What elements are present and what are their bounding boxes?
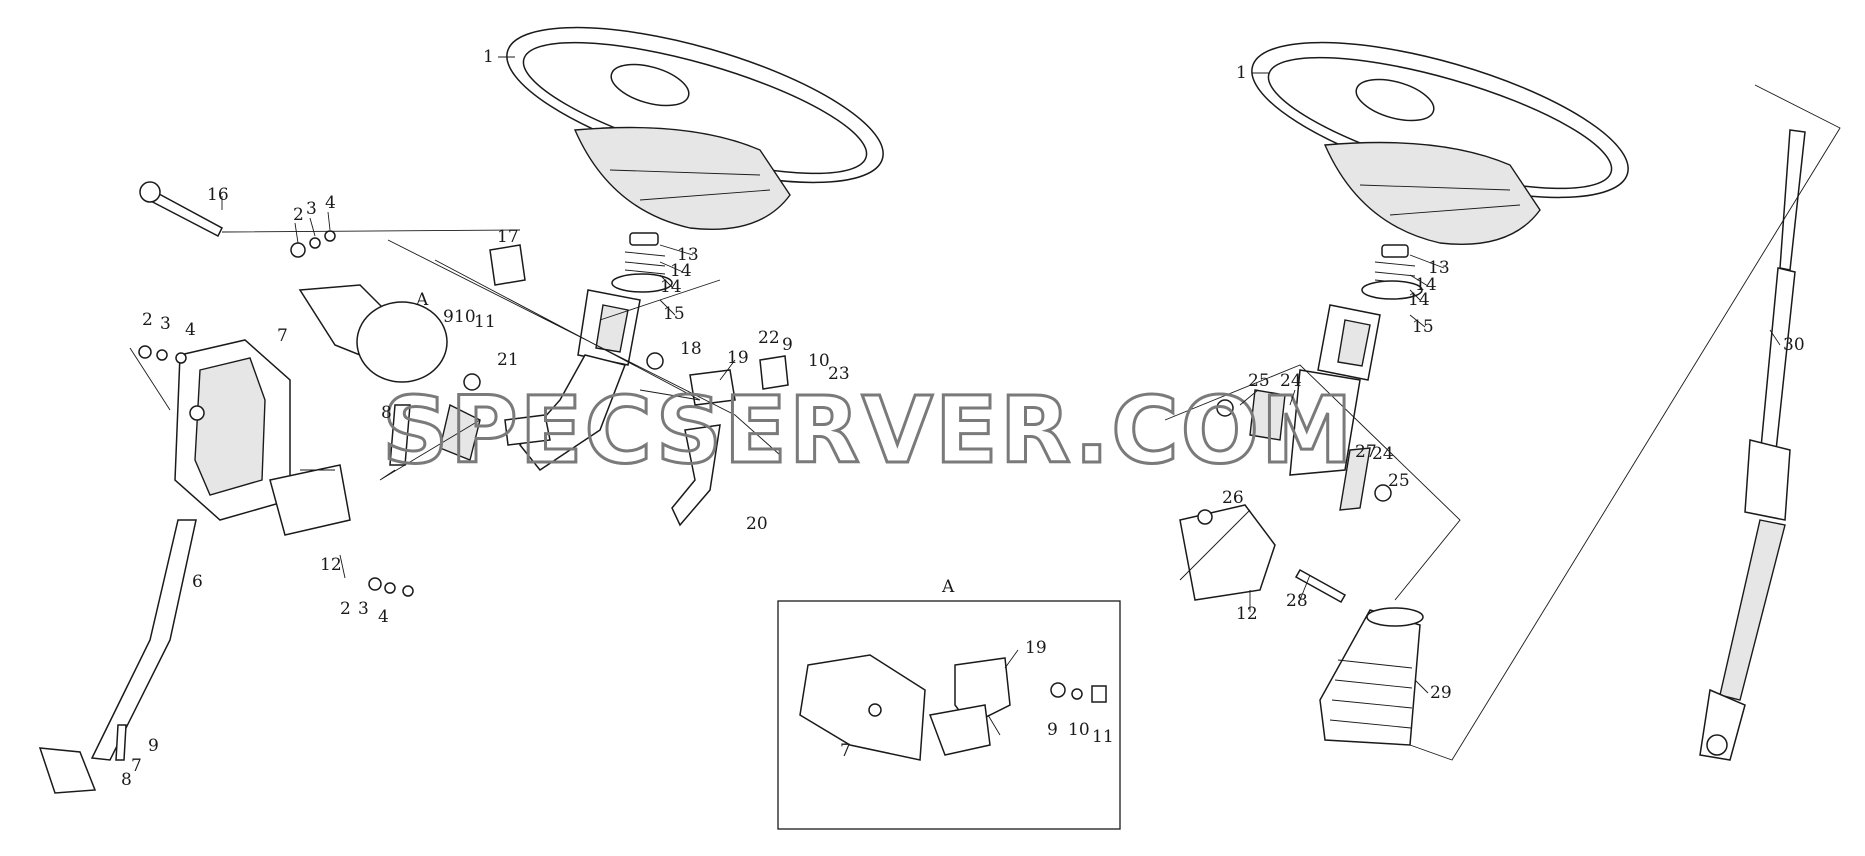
callout-25-low: 25 [1388, 471, 1410, 491]
callout-24-top: 24 [1280, 371, 1302, 391]
watermark: SPECSERVER.COM [382, 377, 1355, 484]
callout-4-top: 4 [325, 193, 336, 213]
left-small-parts [115, 181, 789, 761]
left-steering-column-upper [519, 232, 673, 472]
callout-19: 19 [727, 348, 749, 368]
right-bellows-boot [1319, 607, 1424, 746]
callout-9-detail: 9 [1047, 720, 1058, 740]
callout-10-mid: 10 [454, 307, 476, 327]
callout-15-right: 15 [1412, 317, 1434, 337]
callout-12-left: 12 [320, 555, 342, 575]
callout-8-bottom: 8 [121, 770, 132, 790]
callout-10-detail: 10 [1068, 720, 1090, 740]
callout-4-mid: 4 [185, 320, 196, 340]
callout-7-detail: 7 [840, 741, 851, 761]
right-steering-wheel [1251, 41, 1629, 245]
callout-3-mid: 3 [160, 314, 171, 334]
callout-2-mid: 2 [142, 310, 153, 330]
callout-6: 6 [192, 572, 203, 592]
callout-2-low: 2 [340, 599, 351, 619]
right-leader-lines [1164, 364, 1461, 601]
callout-18: 18 [680, 339, 702, 359]
callout-13-left: 13 [677, 245, 699, 265]
callout-13-right: 13 [1428, 258, 1450, 278]
right-steering-column [1179, 244, 1423, 604]
callout-9-right: 9 [782, 335, 793, 355]
callout-2-top: 2 [293, 205, 304, 225]
callout-14b-left: 14 [660, 277, 682, 297]
callout-17: 17 [497, 227, 519, 247]
callout-10-right: 10 [808, 351, 830, 371]
callout-24-low: 24 [1372, 444, 1394, 464]
callout-1-left: 1 [483, 47, 494, 67]
right-intermediate-shaft [1409, 84, 1841, 761]
callout-leaders [221, 56, 1781, 694]
callout-27: 27 [1355, 442, 1377, 462]
callout-19-detail: 19 [1025, 638, 1047, 658]
callout-8-mid: 8 [381, 403, 392, 423]
callout-A-marker: A [415, 290, 429, 310]
callout-3-low: 3 [358, 599, 369, 619]
callout-25-top: 25 [1248, 371, 1270, 391]
callout-1-right: 1 [1236, 63, 1247, 83]
callout-9-mid: 9 [443, 307, 454, 327]
callout-labels: 1 16 2 3 4 17 13 14 14 15 A 9 10 11 21 7… [121, 47, 1805, 790]
callout-11-detail: 11 [1092, 727, 1114, 747]
callout-26: 26 [1222, 488, 1244, 508]
detail-view-a [777, 600, 1121, 830]
callout-22: 22 [758, 328, 780, 348]
detail-a-title: A [941, 577, 955, 597]
callout-9-bottom: 9 [148, 736, 159, 756]
callout-29: 29 [1430, 683, 1452, 703]
left-mounting-bracket [174, 284, 396, 536]
callout-12-right: 12 [1236, 604, 1258, 624]
callout-30: 30 [1783, 335, 1805, 355]
left-leader-lines [129, 229, 781, 579]
left-lower-shaft [38, 403, 551, 794]
callout-20: 20 [746, 514, 768, 534]
callout-21: 21 [497, 350, 519, 370]
callout-14b-right: 14 [1408, 290, 1430, 310]
callout-23: 23 [828, 364, 850, 384]
callout-4-low: 4 [378, 607, 389, 627]
callout-28: 28 [1286, 591, 1308, 611]
callout-7-mid: 7 [277, 326, 288, 346]
left-steering-wheel [506, 26, 884, 230]
callout-16: 16 [207, 185, 229, 205]
callout-7-bottom: 7 [131, 756, 142, 776]
callout-11-mid: 11 [474, 312, 496, 332]
callout-3-top: 3 [306, 199, 317, 219]
